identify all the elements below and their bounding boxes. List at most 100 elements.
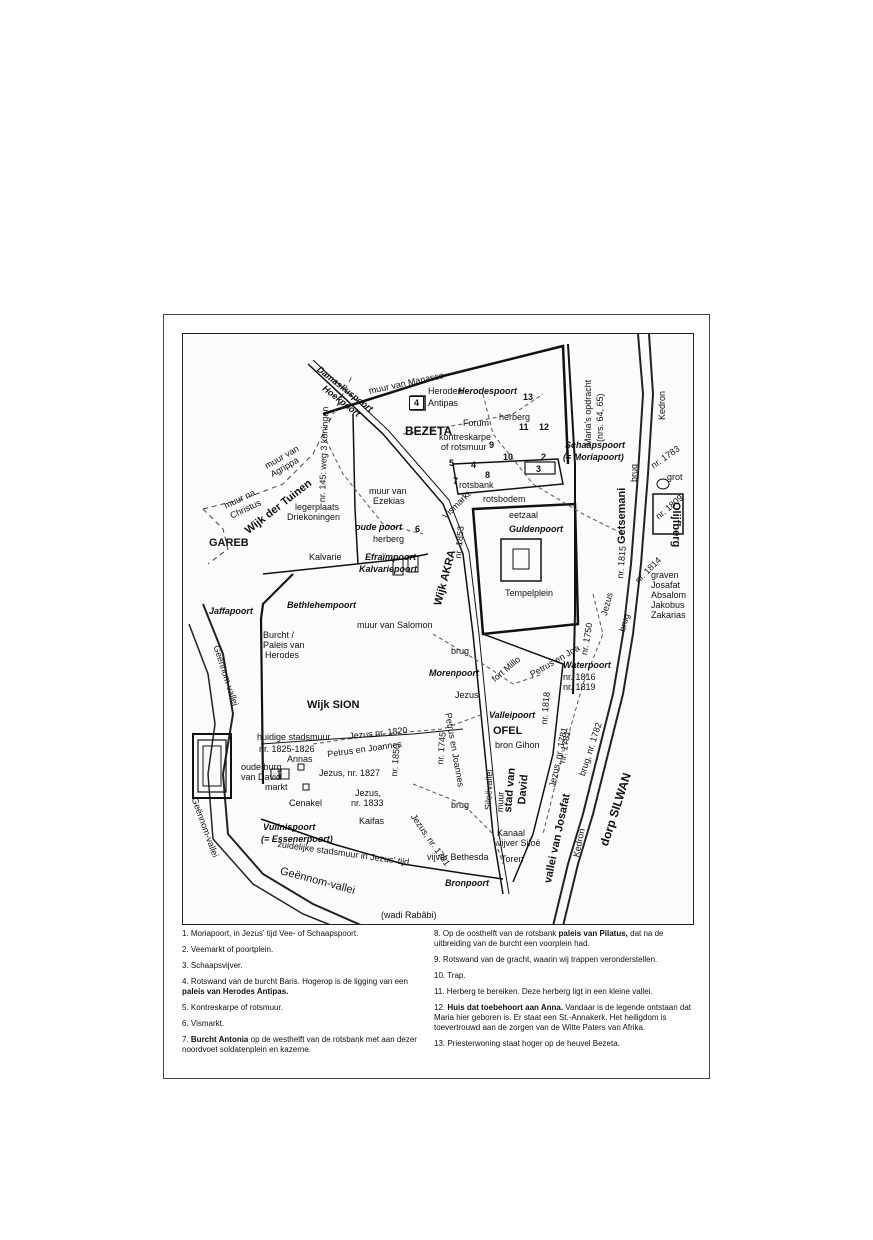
map-number-5: 5 bbox=[449, 458, 455, 468]
label-muur-van-ezekias-1: muur van bbox=[369, 486, 407, 496]
legend-item-4: 4. Rotswand van de burcht Baris. Hogerop… bbox=[182, 977, 408, 996]
label-burcht: Burcht / bbox=[263, 630, 295, 640]
label-jezus-nr1827: Jezus, nr. 1827 bbox=[319, 768, 381, 778]
map-number-10: 10 bbox=[503, 452, 514, 462]
map-number-13: 13 bbox=[523, 392, 534, 402]
label-forum: Forum bbox=[463, 418, 490, 428]
label-toren: Toren bbox=[501, 854, 524, 864]
label-rotsbank: rotsbank bbox=[459, 480, 494, 490]
label-schaapspoort: Schaapspoort bbox=[565, 440, 626, 450]
label-van-david: van David bbox=[241, 772, 282, 782]
label-antipas: Antipas bbox=[428, 398, 459, 408]
label-kaifas: Kaifas bbox=[359, 816, 385, 826]
label-oude-burg: oude burg bbox=[241, 762, 282, 772]
label-herodes-burcht: Herodes bbox=[265, 650, 300, 660]
label-vijver-bethesda: vijver Bethesda bbox=[427, 852, 489, 862]
map-number-11: 11 bbox=[519, 422, 529, 432]
label-nr1833: nr. 1833 bbox=[351, 798, 384, 808]
label-huidige-stadsmuur: huidige stadsmuur bbox=[257, 732, 331, 742]
label-siloevallei: Siloëvallei bbox=[483, 769, 495, 811]
map-number-12: 12 bbox=[539, 422, 550, 432]
legend-item-5: 5. Kontreskarpe of rotsmuur. bbox=[182, 1003, 283, 1012]
label-muur-van-salomon: muur van Salomon bbox=[357, 620, 433, 630]
map-number-2: 2 bbox=[541, 452, 547, 462]
label-nr1825-1826: nr. 1825-1826 bbox=[259, 744, 315, 754]
label-cenakel: Cenakel bbox=[289, 798, 323, 808]
label-rotsbodem: rotsbodem bbox=[483, 494, 526, 504]
map-number-6: 6 bbox=[415, 524, 421, 534]
legend-item-8: 8. Op de oosthelft van de rotsbank palei… bbox=[434, 929, 664, 948]
legend-item-10: 10. Trap. bbox=[434, 971, 466, 980]
map-number-4: 4 bbox=[409, 396, 424, 410]
label-absalom: Absalom bbox=[651, 590, 687, 600]
label-zakarias: Zakarias bbox=[651, 610, 686, 620]
label-david: David bbox=[516, 774, 531, 805]
label-marias-opdracht-nrs: (nrs. 64, 65) bbox=[595, 393, 605, 442]
legend-item-12: 12. Huis dat toebehoort aan Anna. Vandaa… bbox=[434, 1003, 692, 1032]
legend-item-6: 6. Vismarkt. bbox=[182, 1019, 225, 1028]
legend-item-7: 7. Burcht Antonia op de westhelft van de… bbox=[182, 1035, 417, 1054]
label-of-rotsmuur: of rotsmuur bbox=[441, 442, 487, 452]
map-drawing bbox=[188, 334, 684, 924]
label-marias-opdracht: Maria's opdracht bbox=[583, 379, 593, 446]
label-getsemani: Getsemani bbox=[616, 487, 628, 544]
legend-item-3: 3. Schaapsvijver. bbox=[182, 961, 243, 970]
label-essenerpoort: (= Essenerpoort) bbox=[261, 834, 333, 844]
label-brug-south: brug bbox=[451, 800, 470, 810]
label-kalvariepoort: Kalvariepoort bbox=[359, 564, 418, 574]
label-wijk-sion: Wijk SION bbox=[307, 699, 360, 711]
label-valleipoort: Valleipoort bbox=[489, 710, 536, 720]
label-graven: graven bbox=[651, 570, 679, 580]
label-bezeta: BEZETA bbox=[405, 424, 453, 438]
label-efraimpoort: Efraïmpoort bbox=[365, 552, 417, 562]
map-number-1: 1 bbox=[565, 450, 571, 460]
legend-column-right: 8. Op de oosthelft van de rotsbank palei… bbox=[434, 929, 692, 1055]
map-legend: 1. Moriapoort, in Jezus' tijd Vee- of Sc… bbox=[182, 929, 694, 1069]
label-paleis-van: Paleis van bbox=[263, 640, 305, 650]
label-brug-north: brug bbox=[629, 463, 639, 482]
legend-item-13: 13. Priesterwoning staat hoger op de heu… bbox=[434, 1039, 620, 1048]
jerusalem-map: muur van Manasse Herodespoort Damaskuspo… bbox=[182, 333, 694, 925]
label-jakobus: Jakobus bbox=[651, 600, 685, 610]
label-markt: markt bbox=[265, 782, 288, 792]
label-kalvarie: Kalvarie bbox=[309, 552, 342, 562]
legend-item-1: 1. Moriapoort, in Jezus' tijd Vee- of Sc… bbox=[182, 929, 359, 938]
label-waterpoort: Waterpoort bbox=[563, 660, 611, 670]
label-bronpoort: Bronpoort bbox=[445, 878, 489, 888]
map-number-7: 7 bbox=[453, 476, 459, 486]
map-number-9: 9 bbox=[489, 440, 495, 450]
label-vuilnispoort: Vuilnispoort bbox=[263, 822, 316, 832]
legend-item-2: 2. Veemarkt of poortplein. bbox=[182, 945, 274, 954]
label-jezus-center: Jezus bbox=[455, 690, 479, 700]
label-kedron-north: Kedron bbox=[657, 390, 667, 420]
label-herberg-north: herberg bbox=[499, 412, 531, 422]
map-figure-frame: muur van Manasse Herodespoort Damaskuspo… bbox=[163, 314, 710, 1079]
label-josafat: Josafat bbox=[651, 580, 681, 590]
label-kanaal: Kanaal bbox=[497, 828, 526, 838]
label-bethlehempoort: Bethlehempoort bbox=[287, 600, 357, 610]
label-annas: Annas bbox=[287, 754, 313, 764]
label-muur-van-ezekias-2: Ezekias bbox=[373, 496, 405, 506]
label-bron-gihon: bron Gihon bbox=[495, 740, 540, 750]
label-herodes: Herodes bbox=[428, 386, 463, 396]
label-eetzaal: eetzaal bbox=[509, 510, 539, 520]
label-jezus-south: Jezus, bbox=[355, 788, 382, 798]
label-jaffapoort: Jaffapoort bbox=[209, 606, 253, 616]
map-number-3: 3 bbox=[536, 464, 542, 474]
label-nr1819: nr. 1819 bbox=[563, 682, 596, 692]
label-legerplaats: legerplaats bbox=[295, 502, 340, 512]
label-grot: grot bbox=[667, 472, 683, 482]
label-nr1816: nr. 1816 bbox=[563, 672, 596, 682]
legend-item-9: 9. Rotswand van de gracht, waarin wij tr… bbox=[434, 955, 658, 964]
label-wadi-rababi: (wadi Rabâbi) bbox=[381, 910, 437, 920]
label-brug-center: brug bbox=[451, 646, 470, 656]
label-herodespoort: Herodespoort bbox=[458, 386, 518, 396]
label-ofel: OFEL bbox=[493, 725, 523, 737]
map-number-4b: 4 bbox=[471, 460, 477, 470]
label-oude-poort: oude poort bbox=[355, 522, 402, 532]
legend-item-11: 11. Herberg te bereiken. Deze herberg li… bbox=[434, 987, 653, 996]
label-herberg-west: herberg bbox=[373, 534, 405, 544]
label-gareb: GAREB bbox=[209, 537, 249, 549]
label-vijver-siloe: vijver Siloë bbox=[497, 838, 541, 848]
label-kontreskarpe: kontreskarpe bbox=[439, 432, 492, 442]
